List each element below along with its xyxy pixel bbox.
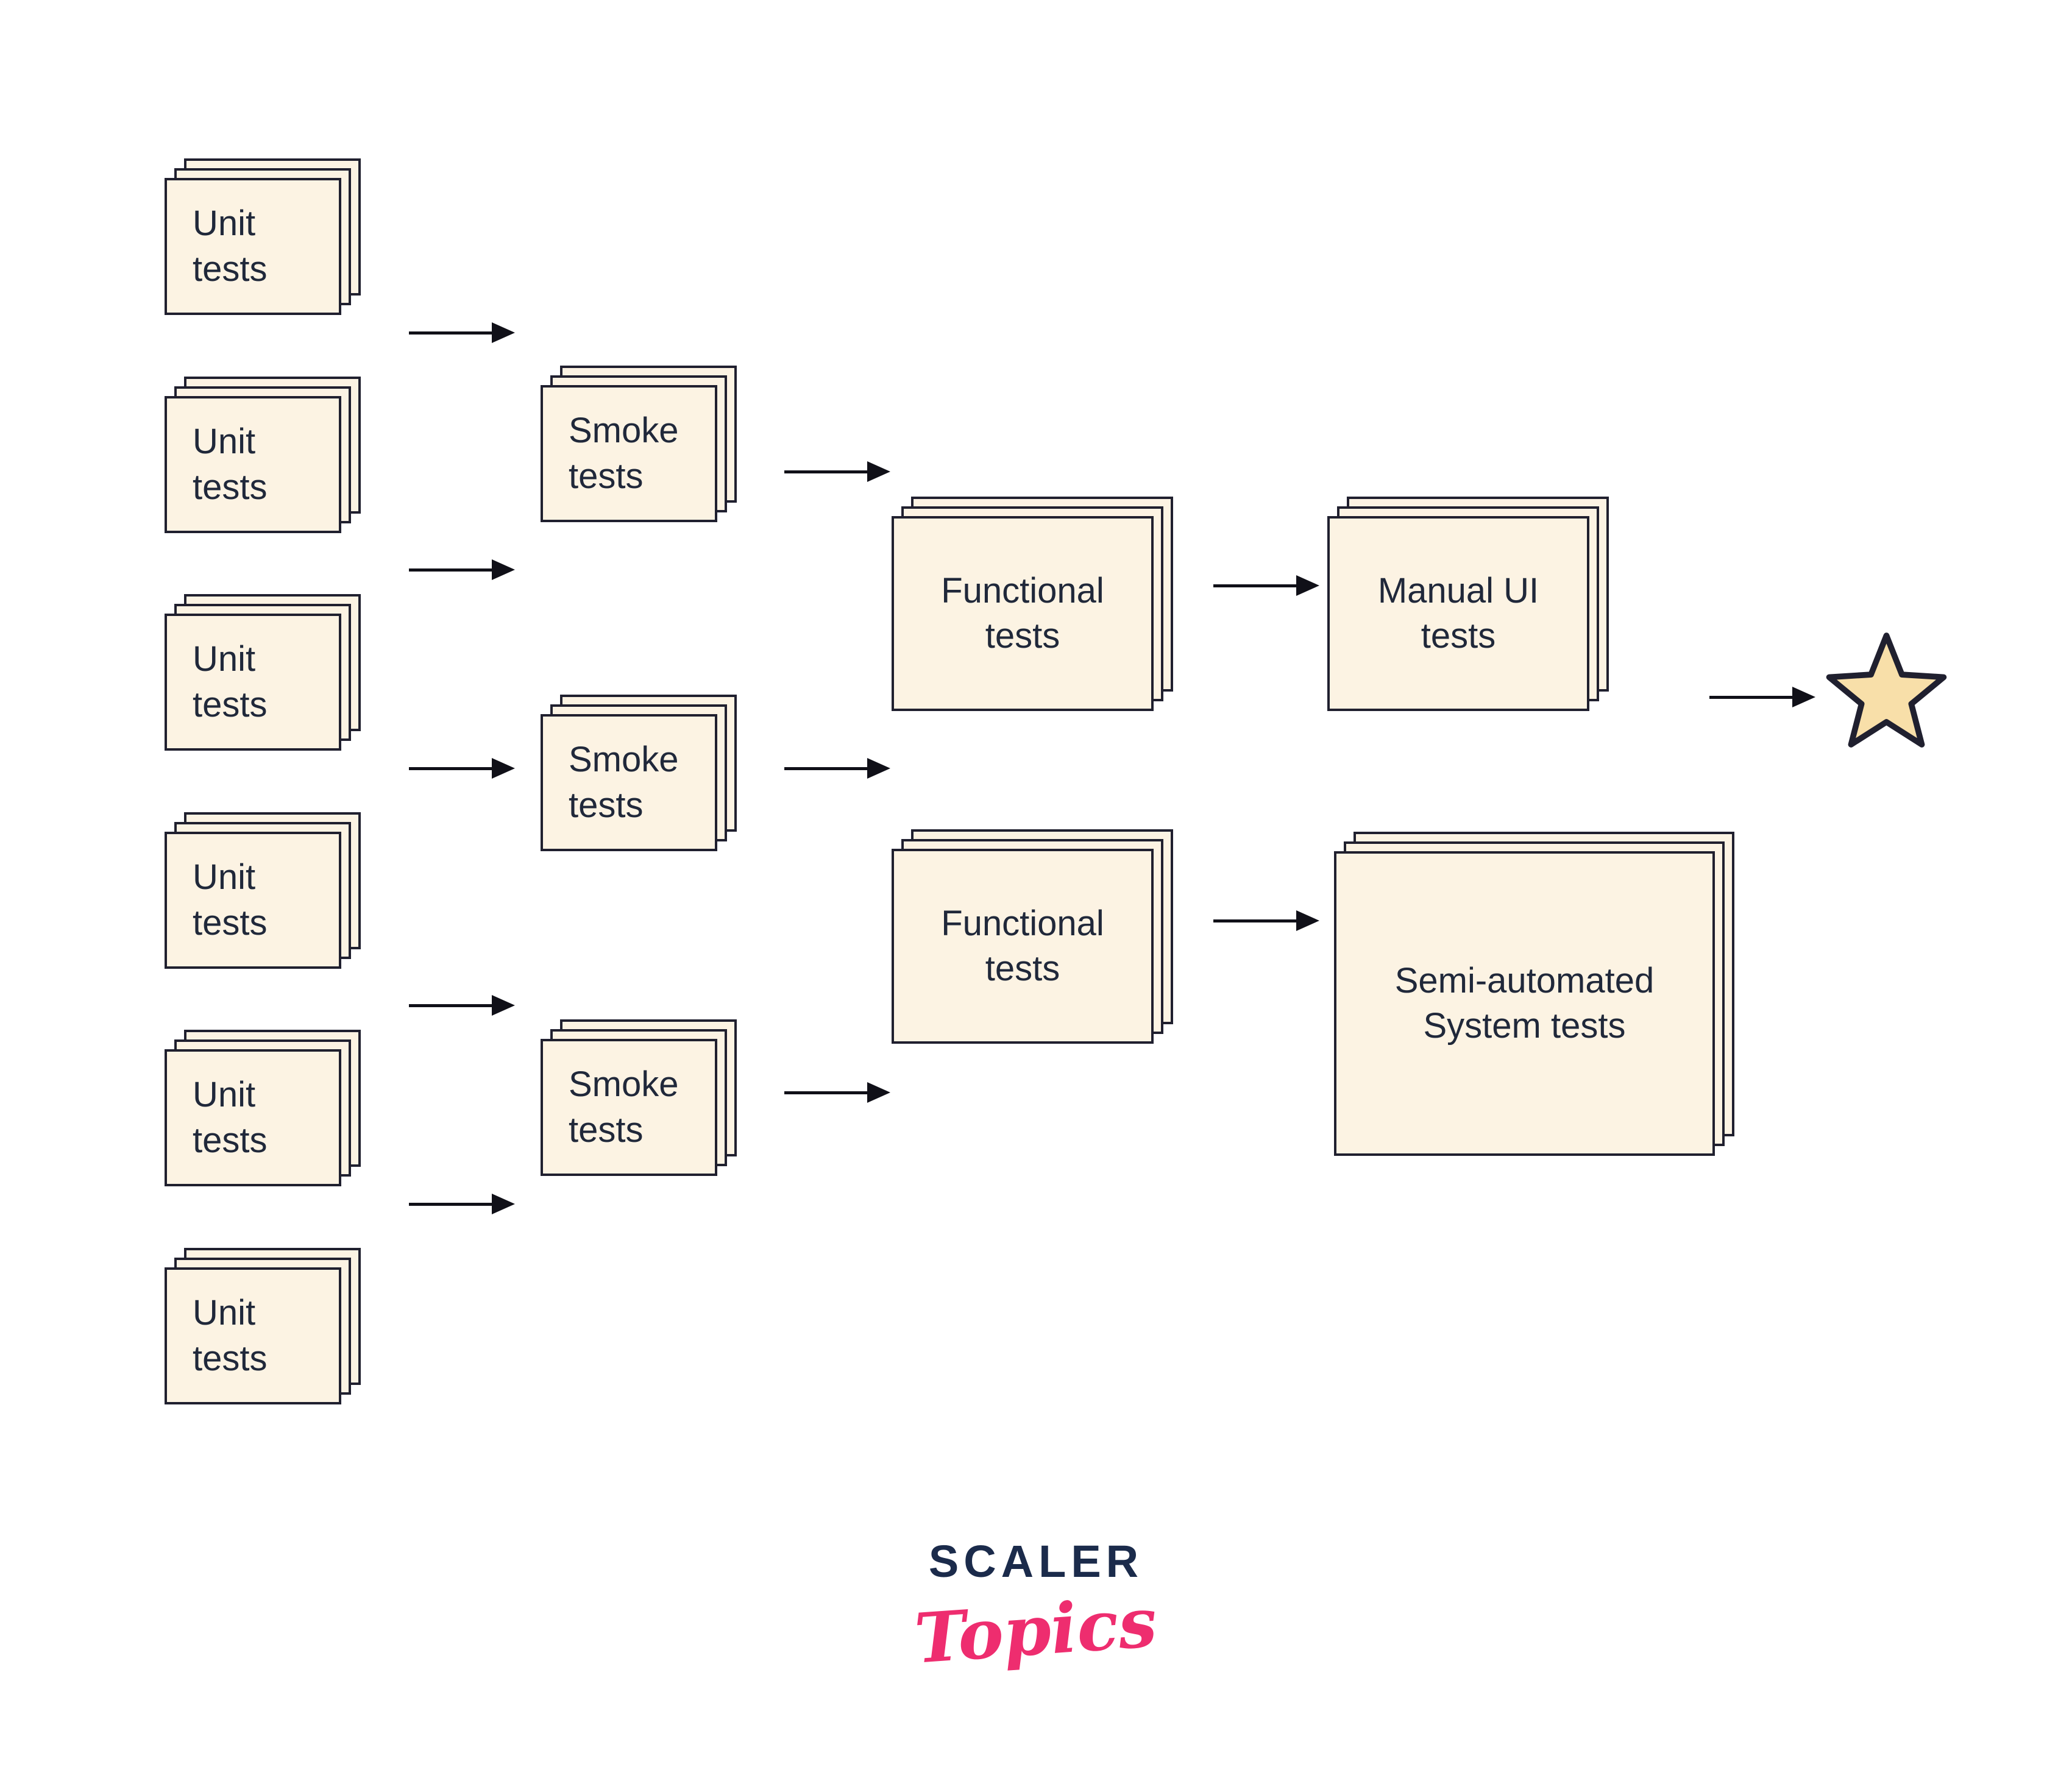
topics-wordmark: Topics	[912, 1582, 1160, 1679]
arrow-unit-to-smoke	[409, 322, 515, 343]
arrow-smoke-to-functional	[784, 1082, 890, 1103]
arrow-smoke-to-functional	[784, 758, 890, 779]
arrow-functional-to-semi-automated	[1213, 910, 1319, 931]
arrow-functional-to-manual-ui	[1213, 575, 1319, 596]
arrow-unit-to-smoke	[409, 559, 515, 580]
star-icon	[1821, 626, 1952, 757]
arrow-unit-to-smoke	[409, 758, 515, 779]
arrow-unit-to-smoke	[409, 995, 515, 1016]
arrow-smoke-to-functional	[784, 461, 890, 482]
arrow-manual-ui-to-star	[1709, 687, 1815, 707]
arrow-unit-to-smoke	[409, 1194, 515, 1214]
scaler-topics-logo: SCALER Topics	[0, 1535, 2072, 1679]
scaler-brand-text: SCALER	[928, 1536, 1144, 1587]
